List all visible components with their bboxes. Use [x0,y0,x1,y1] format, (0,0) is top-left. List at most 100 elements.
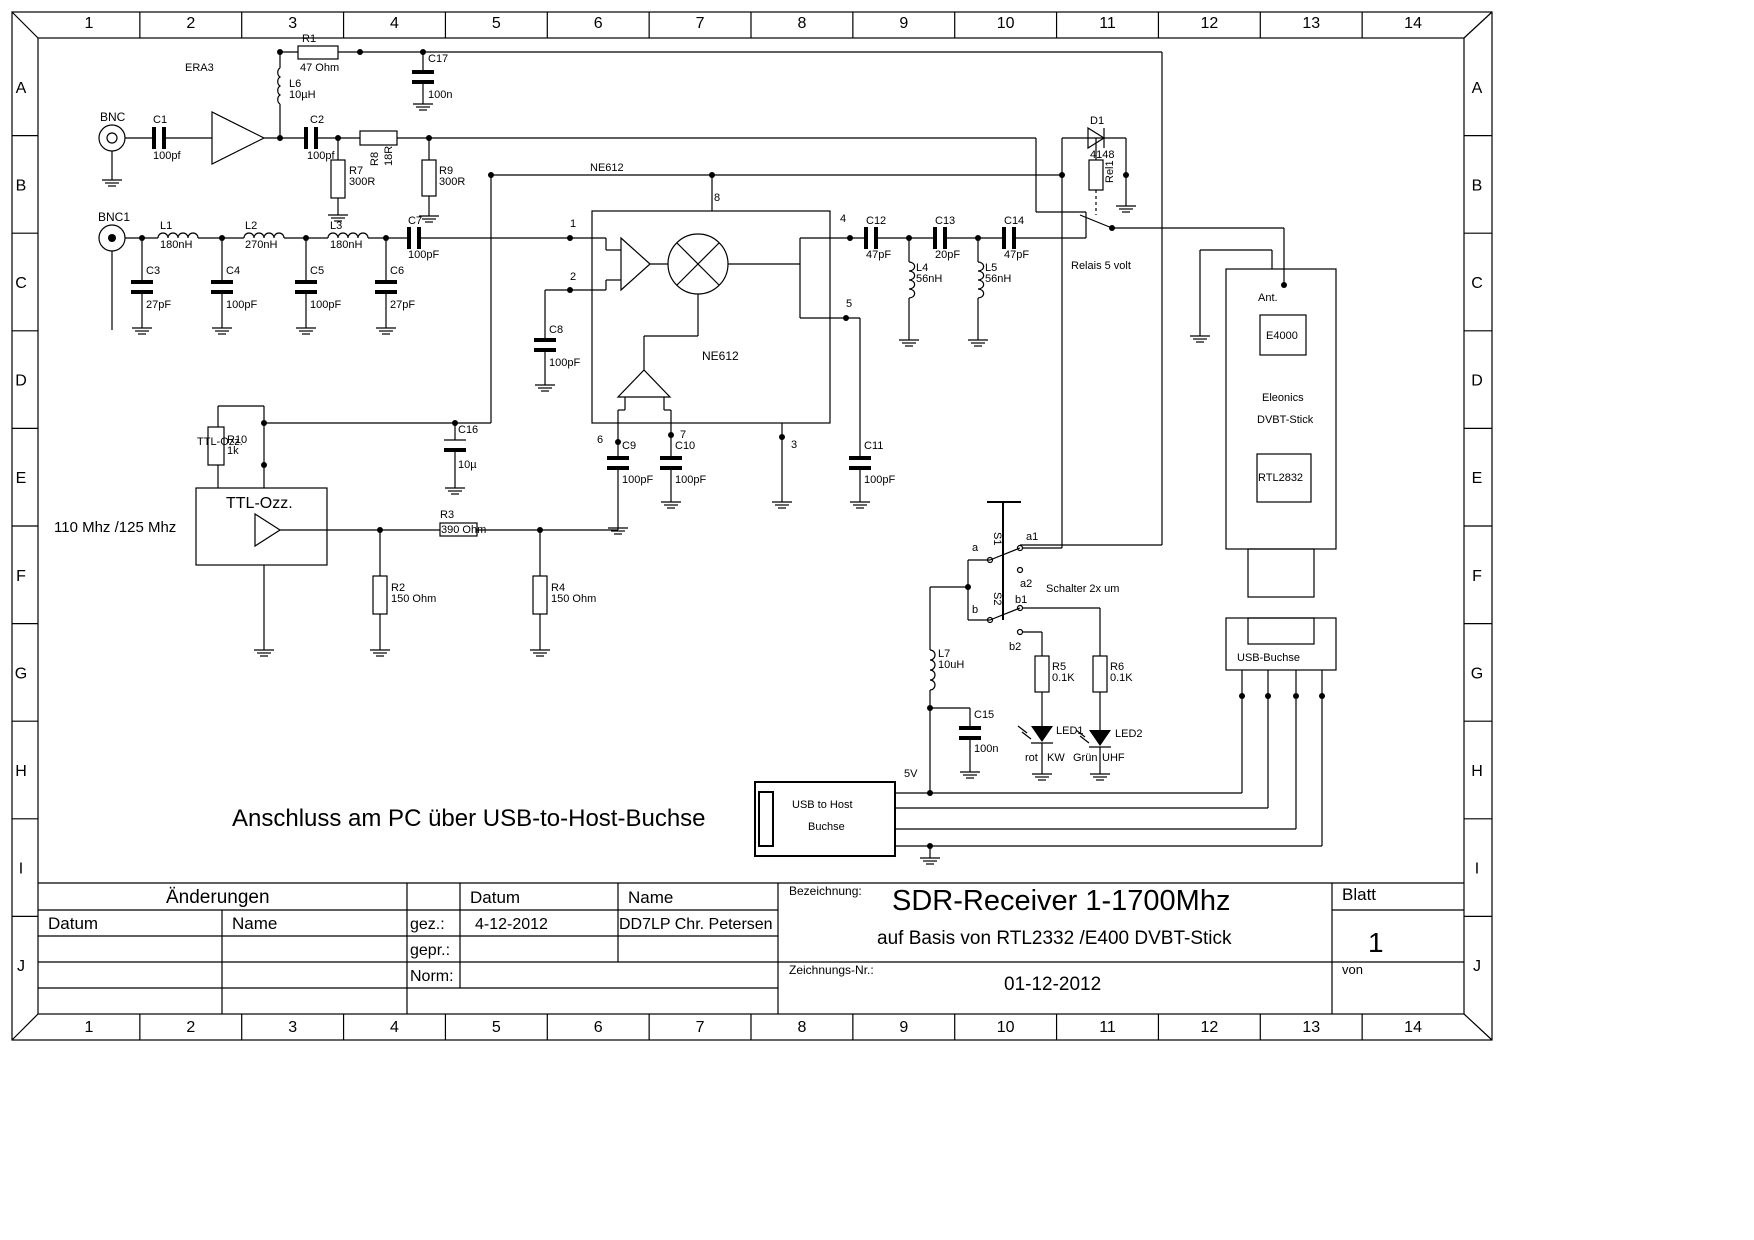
junction-dot [567,287,573,293]
ground-symbol [530,649,550,657]
c13-value: 20pF [935,249,960,261]
pin5-label: 5 [846,298,852,310]
column-label-top: 3 [288,15,297,32]
gruen-label: Grün [1073,752,1097,764]
c3-label: C3 [146,265,160,277]
gez-name: DD7LP Chr. Petersen [619,916,773,933]
junction-dot [420,49,426,55]
ground-symbol [968,339,988,347]
column-label-top: 5 [492,15,501,32]
l4-inductor [908,261,916,299]
column-label-bottom: 7 [696,1019,705,1036]
row-label-right: I [1475,861,1479,878]
era3-amplifier [211,111,266,165]
c4-label: C4 [226,265,240,277]
row-label-right: J [1473,958,1481,975]
column-label-bottom: 6 [594,1019,603,1036]
five-v-label: 5V [904,768,918,780]
c16-value: 10µ [458,459,477,471]
junction-dot [615,439,621,445]
column-label-top: 12 [1200,15,1218,32]
r2-value: 150 Ohm [391,593,436,605]
r2-label: R2 [391,582,405,594]
pin6-label: 6 [597,434,603,446]
c4-value: 100pF [226,299,257,311]
ne612-top-label: NE612 [590,162,624,174]
ground-symbol [212,327,232,335]
rel1-coil [1088,159,1104,191]
schalter-label: Schalter 2x um [1046,583,1119,595]
l1-inductor [157,232,199,239]
l4-label: L4 [916,262,928,274]
ne612-label: NE612 [702,349,739,363]
name-label: Name [232,914,277,933]
c11-label: C11 [864,440,883,452]
a2-label: a2 [1020,578,1032,590]
column-label-top: 1 [84,15,93,32]
ground-symbol [132,327,152,335]
pin2-label: 2 [570,271,576,283]
ground-symbol [535,384,555,392]
junction-dot [906,235,912,241]
column-label-bottom: 8 [797,1019,806,1036]
r7-value: 300R [349,176,375,188]
c17-value: 100n [428,89,452,101]
junction-dot [1265,693,1271,699]
column-label-top: 4 [390,15,399,32]
junction-dot [357,49,363,55]
row-label-right: G [1471,665,1483,682]
r10-value: 1k [227,445,239,457]
column-label-top: 8 [797,15,806,32]
datum-label: Datum [48,914,98,933]
gez-date: 4-12-2012 [475,916,548,933]
bezeichnung-label: Bezeichnung: [789,884,862,898]
c12-value: 47pF [866,249,891,261]
datum2-label: Datum [470,888,520,907]
aenderungen-label: Änderungen [166,887,270,908]
ground-symbol [328,214,348,222]
r8-value: 18R [383,146,395,166]
relay: D1 4148 Rel1 Relais 5 volt [1035,115,1285,285]
blatt-label: Blatt [1342,885,1376,904]
c12-label: C12 [866,215,886,227]
l5-label: L5 [985,262,997,274]
ground-symbol [102,179,122,187]
drawing-number: 01-12-2012 [1004,974,1101,995]
junction-dots [139,49,1325,849]
r1-resistor [297,45,339,60]
column-label-bottom: 14 [1404,1019,1422,1036]
junction-dot [975,235,981,241]
ground-symbol [1032,773,1052,781]
junction-dot [1109,225,1115,231]
junction-dot [847,235,853,241]
rtl-label: RTL2832 [1258,472,1303,484]
junction-dot [452,420,458,426]
ne612-mixer: NE612 [591,210,831,424]
column-label-top: 6 [594,15,603,32]
b2-label: b2 [1009,641,1021,653]
c15-label: C15 [974,709,994,721]
junction-dot [277,135,283,141]
r7-resistor [330,159,346,199]
name2-label: Name [628,888,673,907]
column-label-top: 14 [1404,15,1422,32]
drawing-subtitle: auf Basis von RTL2332 /E400 DVBT-Stick [877,928,1232,949]
pin7-label: 7 [680,429,686,441]
relais-label: Relais 5 volt [1071,260,1131,272]
c11-value: 100pF [864,474,895,486]
dvbt-label: DVBT-Stick [1257,414,1314,426]
junction-dot [383,235,389,241]
junction-dot [709,172,715,178]
junction-dot [567,235,573,241]
anschluss-text: Anschluss am PC über USB-to-Host-Buchse [232,805,706,832]
shunt-capacitors: C3 27pF C4 100pF C5 100pF C6 27pF [131,238,415,328]
junction-dot [377,527,383,533]
ttl-small-label: TTL-Ozz. [197,436,243,448]
c1-value: 100pf [153,150,181,162]
l6-value: 10µH [289,89,316,101]
l7-inductor [929,649,936,691]
a1-label: a1 [1026,531,1038,543]
led1 [1031,726,1053,742]
column-label-bottom: 13 [1302,1019,1320,1036]
r6-value: 0.1K [1110,672,1133,684]
